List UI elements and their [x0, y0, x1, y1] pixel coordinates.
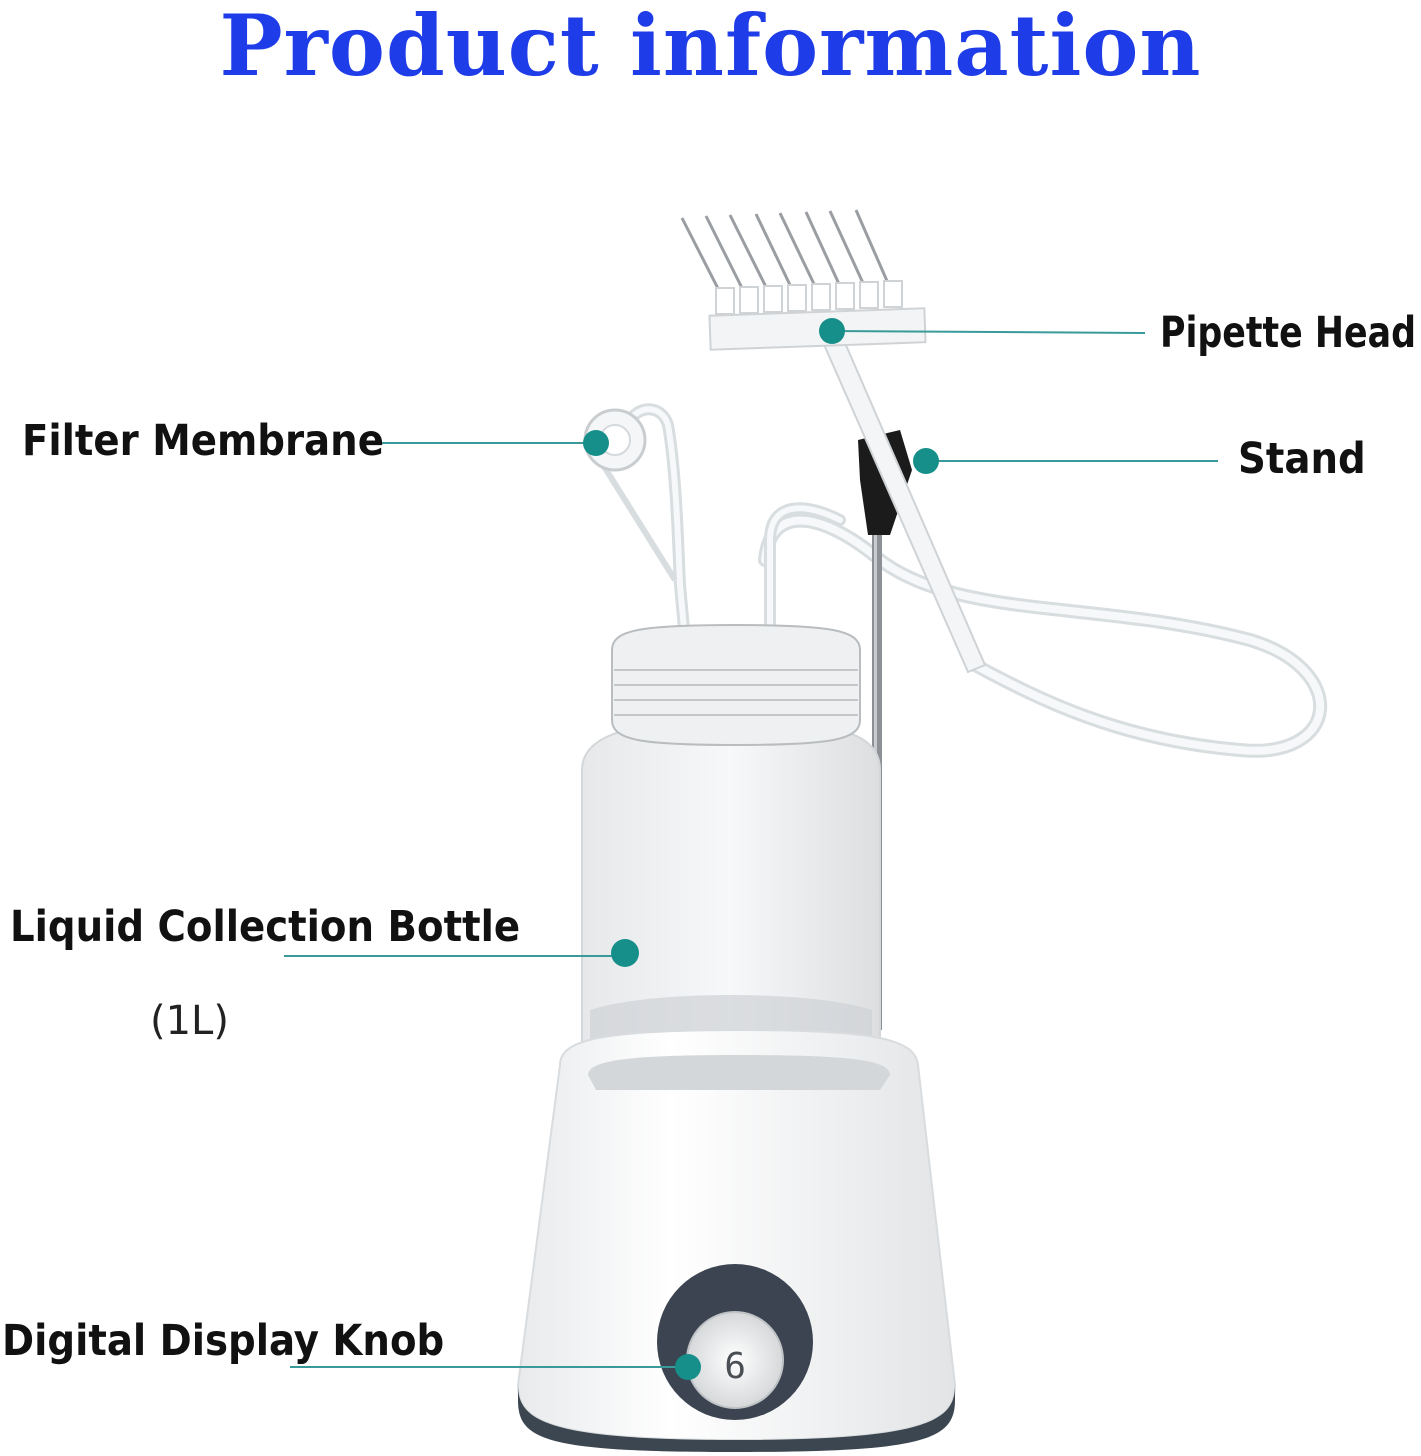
callout-dot-knob — [675, 1354, 701, 1380]
callout-dot-bottle — [611, 939, 639, 967]
callout-dot-pipette-head — [819, 318, 845, 344]
label-bottle: Liquid Collection Bottle — [10, 902, 521, 952]
pipette-shaft — [820, 334, 987, 674]
label-filter-membrane: Filter Membrane — [22, 416, 384, 466]
pipette-head-block — [708, 307, 927, 351]
label-stand: Stand — [1238, 434, 1366, 484]
callout-dot-stand — [913, 448, 939, 474]
callout-dot-filter-membrane — [583, 430, 609, 456]
label-knob: Digital Display Knob — [2, 1316, 445, 1366]
leader-pipette-head — [831, 330, 1146, 334]
label-pipette-head: Pipette Head — [1160, 308, 1416, 358]
page-title: Product information — [219, 0, 1202, 95]
label-bottle-capacity: (1L) — [150, 998, 229, 1044]
knob-display-value: 9 — [724, 1343, 746, 1384]
